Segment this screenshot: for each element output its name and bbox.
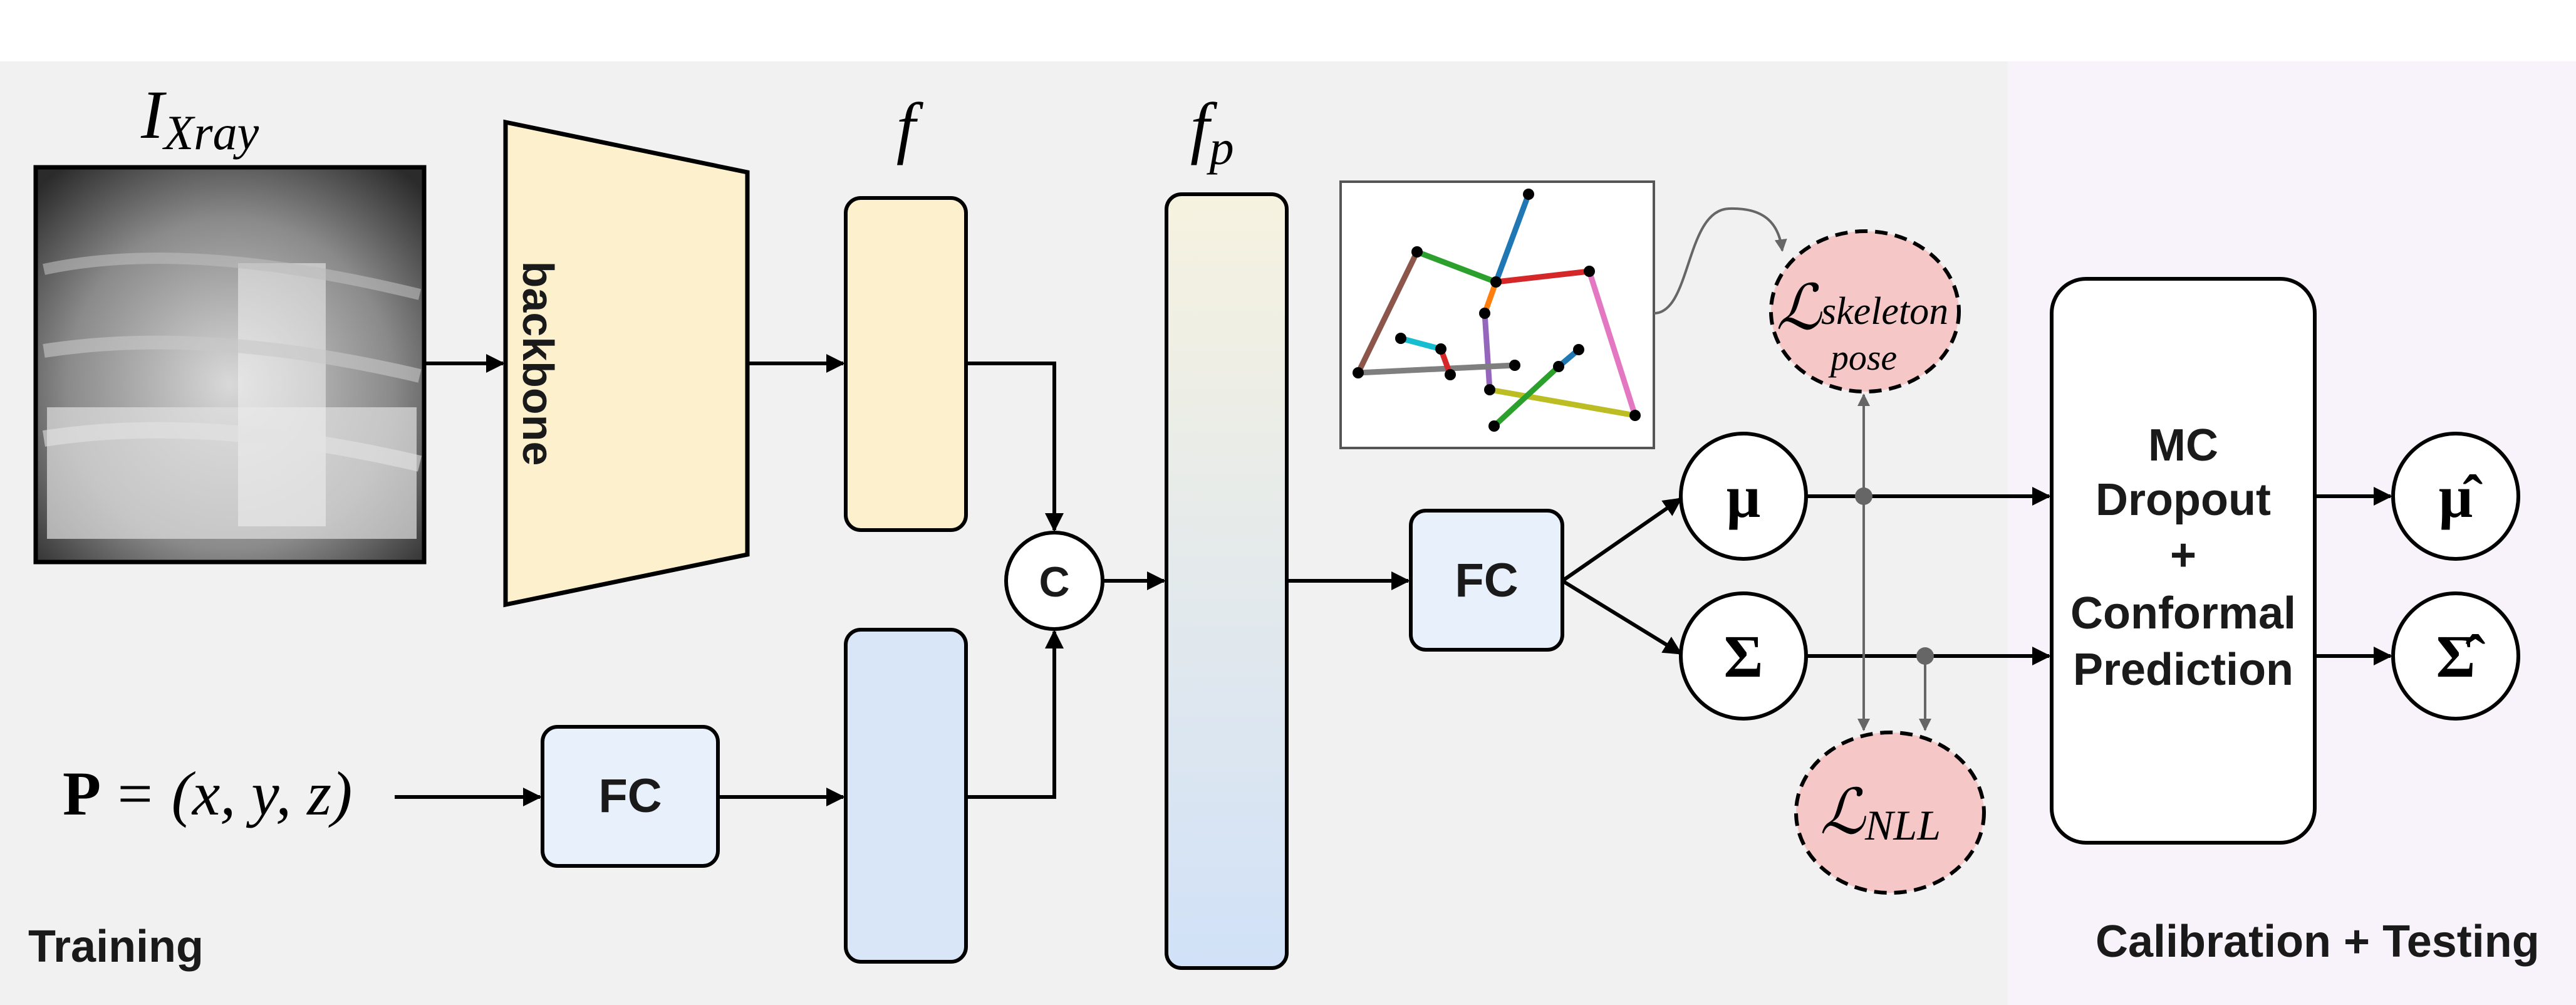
concat-label: C (1039, 558, 1069, 606)
loss-skeleton-label: ℒskeleton (1776, 273, 1948, 343)
pose-feature-block (844, 628, 968, 964)
feature-fp-block (1165, 192, 1289, 970)
mu-branch-dot (1855, 487, 1872, 505)
loss-skeleton-sublabel: pose (1828, 337, 1897, 378)
xray-thumbnail-icon (33, 165, 427, 565)
feature-f-block (844, 196, 968, 532)
mc-dropout-block (2050, 277, 2317, 845)
sigma-hat-node (2391, 591, 2520, 721)
loss-nll-node (1794, 731, 1986, 895)
calibration-label: Calibration + Testing (2096, 917, 2540, 967)
fc-head-label: FC (1455, 554, 1518, 607)
mc-line4: Conformal (2070, 588, 2296, 638)
mc-line5: Prediction (2073, 645, 2293, 695)
sigma-label: Σ (1724, 623, 1763, 690)
backbone-label: backbone (514, 261, 563, 466)
mc-line1: MC (2148, 420, 2218, 471)
backbone-block (503, 119, 750, 608)
skeleton-pose-icon (1339, 180, 1655, 449)
loss-connections (1653, 207, 1931, 731)
sigma-branch-dot (1916, 647, 1934, 665)
loss-skeleton-node (1769, 229, 1961, 393)
mc-line3: + (2170, 530, 2196, 580)
pose-input-label: P= (x, y, z) (63, 759, 352, 828)
loss-nll-label: ℒNLL (1820, 778, 1941, 849)
mu-label: μ (1727, 463, 1760, 530)
fc-pose-label: FC (598, 769, 662, 823)
mu-hat-node (2391, 432, 2520, 561)
training-label: Training (28, 922, 204, 972)
mc-line2: Dropout (2096, 475, 2271, 525)
input-image-label: IXray (140, 76, 259, 160)
